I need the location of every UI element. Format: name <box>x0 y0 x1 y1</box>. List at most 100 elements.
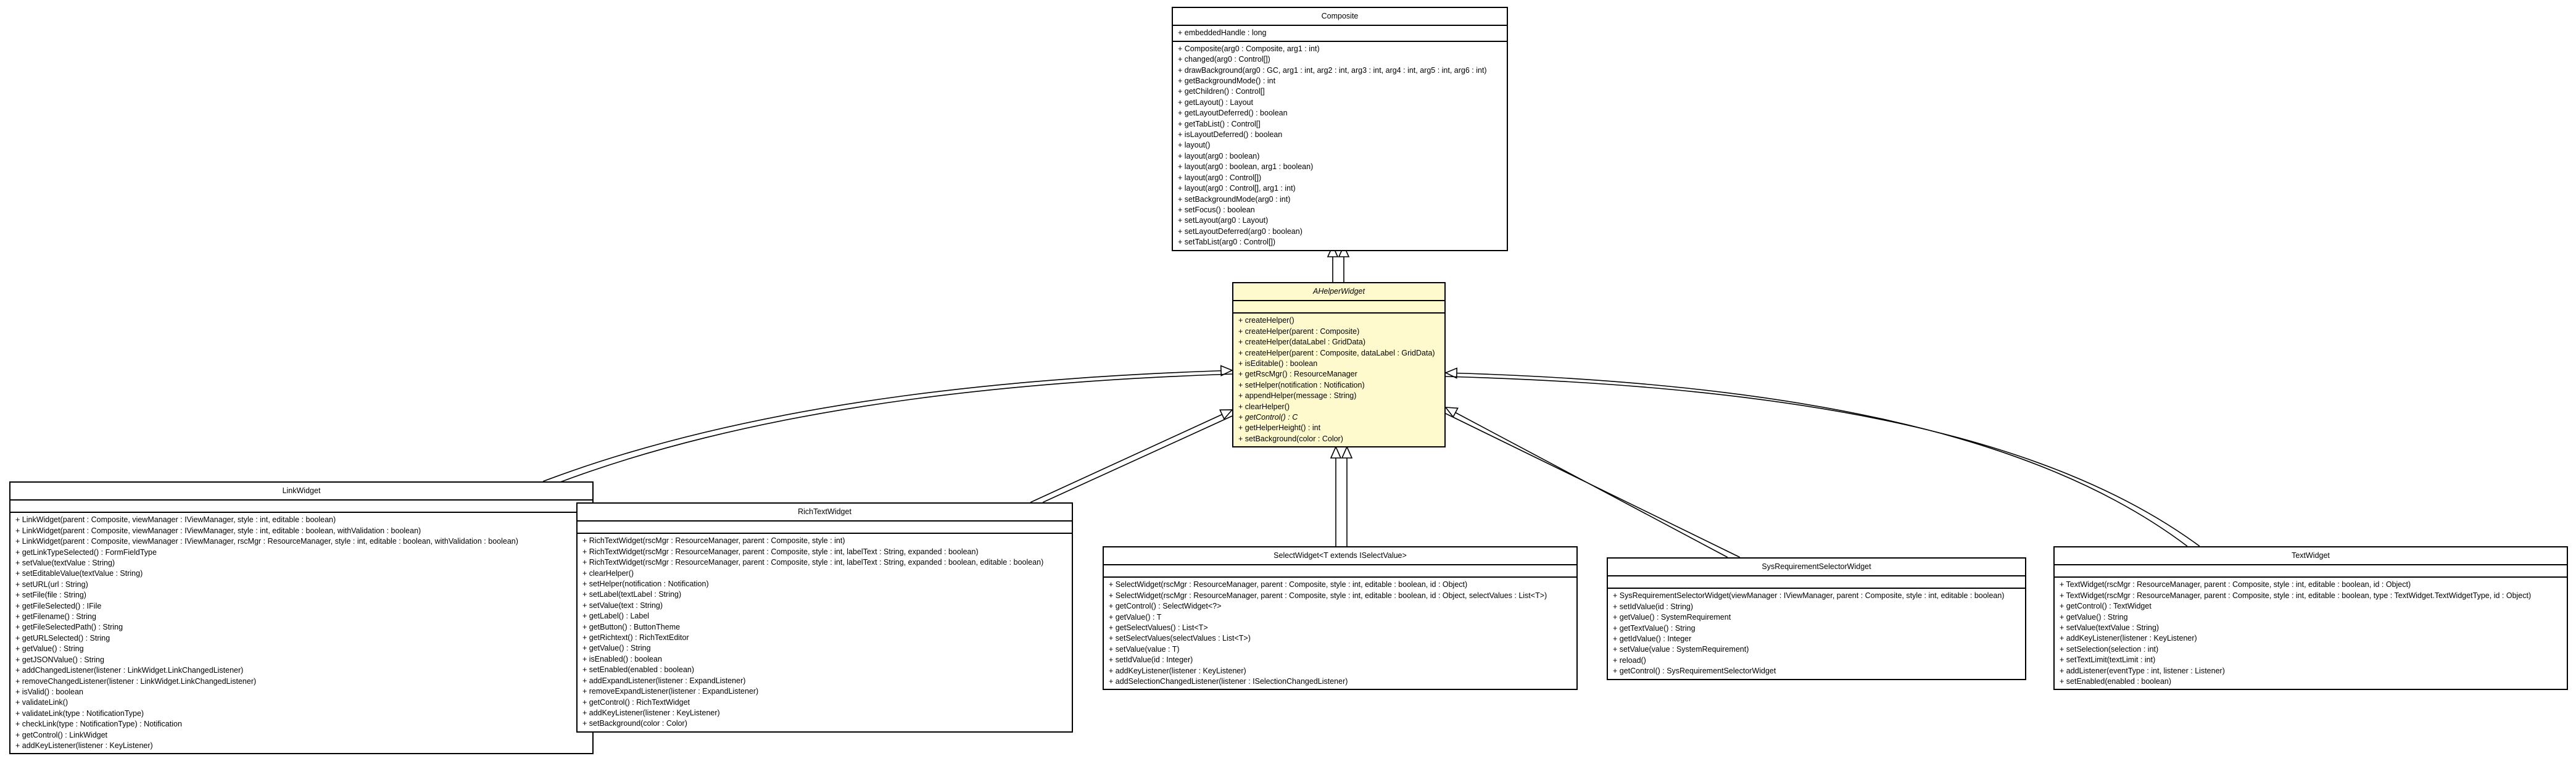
operation-entry: + setSelectValues(selectValues : List<T>… <box>1109 634 1251 643</box>
operation-entry: + reload() <box>1613 655 1646 665</box>
operation-entry: + addKeyListener(listener : KeyListener) <box>1109 666 1246 675</box>
operation-entry: + getFileSelected() : IFile <box>15 601 102 610</box>
operation-entry: + setLabel(textLabel : String) <box>582 590 682 599</box>
operation-entry: + layout(arg0 : boolean) <box>1178 151 1260 160</box>
class-richtextwidget[interactable]: RichTextWidget + RichTextWidget(rscMgr :… <box>576 502 1073 733</box>
operations-section: + SysRequirementSelectorWidget(viewManag… <box>1608 589 2025 678</box>
attributes-section <box>1104 565 1576 578</box>
operation-entry: + getIdValue() : Integer <box>1613 634 1692 644</box>
class-textwidget[interactable]: TextWidget + TextWidget(rscMgr : Resourc… <box>2053 546 2568 691</box>
operation-entry: + removeExpandListener(listener : Expand… <box>582 687 759 696</box>
operation-entry: + addChangedListener(listener : LinkWidg… <box>15 666 244 675</box>
operation-entry: + setHelper(notification : Notification) <box>1238 380 1365 389</box>
operation-entry: + setFile(file : String) <box>15 591 86 600</box>
operation-entry: + getRichtext() : RichTextEditor <box>582 633 689 642</box>
operation-entry: + setValue(textValue : String) <box>2060 623 2160 633</box>
class-sysrequirementselectorwidget[interactable]: SysRequirementSelectorWidget + SysRequir… <box>1607 557 2026 680</box>
operation-entry: + setURL(url : String) <box>15 580 88 589</box>
operation-entry: + removeChangedListener(listener : LinkW… <box>15 676 257 686</box>
operation-entry: + getLayout() : Layout <box>1178 98 1253 107</box>
operation-entry: + layout(arg0 : Control[]) <box>1178 173 1262 182</box>
operation-entry: + getControl() : RichTextWidget <box>582 697 690 707</box>
operation-entry: + isValid() : boolean <box>15 687 83 696</box>
operation-entry: + getBackgroundMode() : int <box>1178 77 1276 86</box>
operation-entry: + getValue() : String <box>582 644 651 653</box>
operation-entry: + getControl() : SysRequirementSelectorW… <box>1613 667 1776 676</box>
operation-entry: + SysRequirementSelectorWidget(viewManag… <box>1613 591 2005 601</box>
generalization-link-ahelper-2 <box>552 373 1233 486</box>
operation-entry: + getControl() : SelectWidget<?> <box>1109 602 1222 611</box>
operation-entry: + setValue(value : T) <box>1109 644 1180 654</box>
operation-entry: + LinkWidget(parent : Composite, viewMan… <box>15 515 336 525</box>
operation-entry: + createHelper(parent : Composite, dataL… <box>1238 348 1435 357</box>
operation-entry: + setFocus() : boolean <box>1178 205 1255 214</box>
operation-entry: + getValue() : SystemRequirement <box>1613 613 1731 622</box>
operation-entry: + getLabel() : Label <box>582 612 650 621</box>
generalization-richtext-ahelper <box>1030 410 1232 503</box>
operation-entry: + getSelectValues() : List<T> <box>1109 623 1208 633</box>
class-linkwidget[interactable]: LinkWidget + LinkWidget(parent : Composi… <box>9 481 594 755</box>
generalization-sysreq-ahelper-2 <box>1445 413 1741 558</box>
operation-entry: + SelectWidget(rscMgr : ResourceManager,… <box>1109 580 1468 589</box>
operation-entry: + createHelper(parent : Composite) <box>1238 326 1360 336</box>
operation-entry: + setEnabled(enabled : boolean) <box>2060 677 2172 686</box>
class-name: TextWidget <box>2055 547 2567 566</box>
operation-entry: + setIdValue(id : Integer) <box>1109 655 1193 665</box>
operation-entry: + clearHelper() <box>582 568 634 578</box>
operation-entry: + getFileSelectedPath() : String <box>15 623 123 632</box>
operation-entry: + TextWidget(rscMgr : ResourceManager, p… <box>2060 591 2532 600</box>
operation-entry: + createHelper(dataLabel : GridData) <box>1238 338 1366 347</box>
operation-entry: + getRscMgr() : ResourceManager <box>1238 370 1357 379</box>
attribute-entry: + embeddedHandle : long <box>1178 28 1267 38</box>
attributes-section: + embeddedHandle : long <box>1173 26 1507 42</box>
operation-entry: + setValue(text : String) <box>582 601 663 610</box>
operation-entry: + getLayoutDeferred() : boolean <box>1178 109 1288 118</box>
operation-entry: + getChildren() : Control[] <box>1178 87 1265 96</box>
operation-entry: + addKeyListener(listener : KeyListener) <box>15 741 153 750</box>
class-name: SelectWidget<T extends ISelectValue> <box>1104 547 1576 566</box>
class-name: Composite <box>1173 8 1507 27</box>
generalization-text-ahelper-2 <box>1445 376 2200 547</box>
operations-section: + TextWidget(rscMgr : ResourceManager, p… <box>2055 578 2567 689</box>
class-selectwidget[interactable]: SelectWidget<T extends ISelectValue> + S… <box>1103 546 1578 691</box>
operation-entry: + getValue() : T <box>1109 612 1162 622</box>
class-ahelperwidget[interactable]: AHelperWidget + createHelper()+ createHe… <box>1232 282 1446 448</box>
generalization-text-ahelper <box>1446 373 2188 547</box>
operation-entry: + getValue() : String <box>2060 612 2128 622</box>
operation-entry: + setBackground(color : Color) <box>582 719 687 728</box>
attributes-section <box>1608 576 2025 589</box>
operation-entry: + validateLink(type : NotificationType) <box>15 709 144 718</box>
attributes-section <box>578 522 1072 534</box>
operation-entry: + getButton() : ButtonTheme <box>582 622 681 631</box>
operations-section: + RichTextWidget(rscMgr : ResourceManage… <box>578 534 1072 731</box>
operation-entry: + layout() <box>1178 141 1211 150</box>
class-name: LinkWidget <box>10 483 592 501</box>
class-composite[interactable]: Composite + embeddedHandle : long + Comp… <box>1172 7 1508 251</box>
operation-entry: + setTextLimit(textLimit : int) <box>2060 655 2156 665</box>
operation-entry: + setLayoutDeferred(arg0 : boolean) <box>1178 227 1302 236</box>
class-name: SysRequirementSelectorWidget <box>1608 559 2025 577</box>
operation-entry: + getFilename() : String <box>15 612 96 622</box>
operation-entry: + changed(arg0 : Control[]) <box>1178 55 1270 64</box>
operation-entry: + checkLink(type : NotificationType) : N… <box>15 720 182 729</box>
operation-entry: + RichTextWidget(rscMgr : ResourceManage… <box>582 558 1044 567</box>
operation-entry: + TextWidget(rscMgr : ResourceManager, p… <box>2060 580 2411 589</box>
operations-section: + LinkWidget(parent : Composite, viewMan… <box>10 513 592 753</box>
operations-section: + Composite(arg0 : Composite, arg1 : int… <box>1173 42 1507 250</box>
operation-entry: + addKeyListener(listener : KeyListener) <box>2060 634 2197 643</box>
operation-entry: + LinkWidget(parent : Composite, viewMan… <box>15 537 518 546</box>
attributes-section <box>10 501 592 514</box>
operation-entry: + addExpandListener(listener : ExpandLis… <box>582 676 746 685</box>
class-name: RichTextWidget <box>578 504 1072 522</box>
operations-section: + createHelper()+ createHelper(parent : … <box>1233 314 1444 446</box>
operation-entry: + getURLSelected() : String <box>15 633 110 642</box>
operation-entry: + addKeyListener(listener : KeyListener) <box>582 708 720 717</box>
operation-entry: + setValue(textValue : String) <box>15 559 115 568</box>
operation-entry: + setBackgroundMode(arg0 : int) <box>1178 194 1291 204</box>
operation-entry: + getLinkTypeSelected() : FormFieldType <box>15 547 157 557</box>
operation-entry: + setSelection(selection : int) <box>2060 644 2159 654</box>
operation-entry: + getTextValue() : String <box>1613 623 1696 633</box>
operation-entry: + LinkWidget(parent : Composite, viewMan… <box>15 526 421 535</box>
